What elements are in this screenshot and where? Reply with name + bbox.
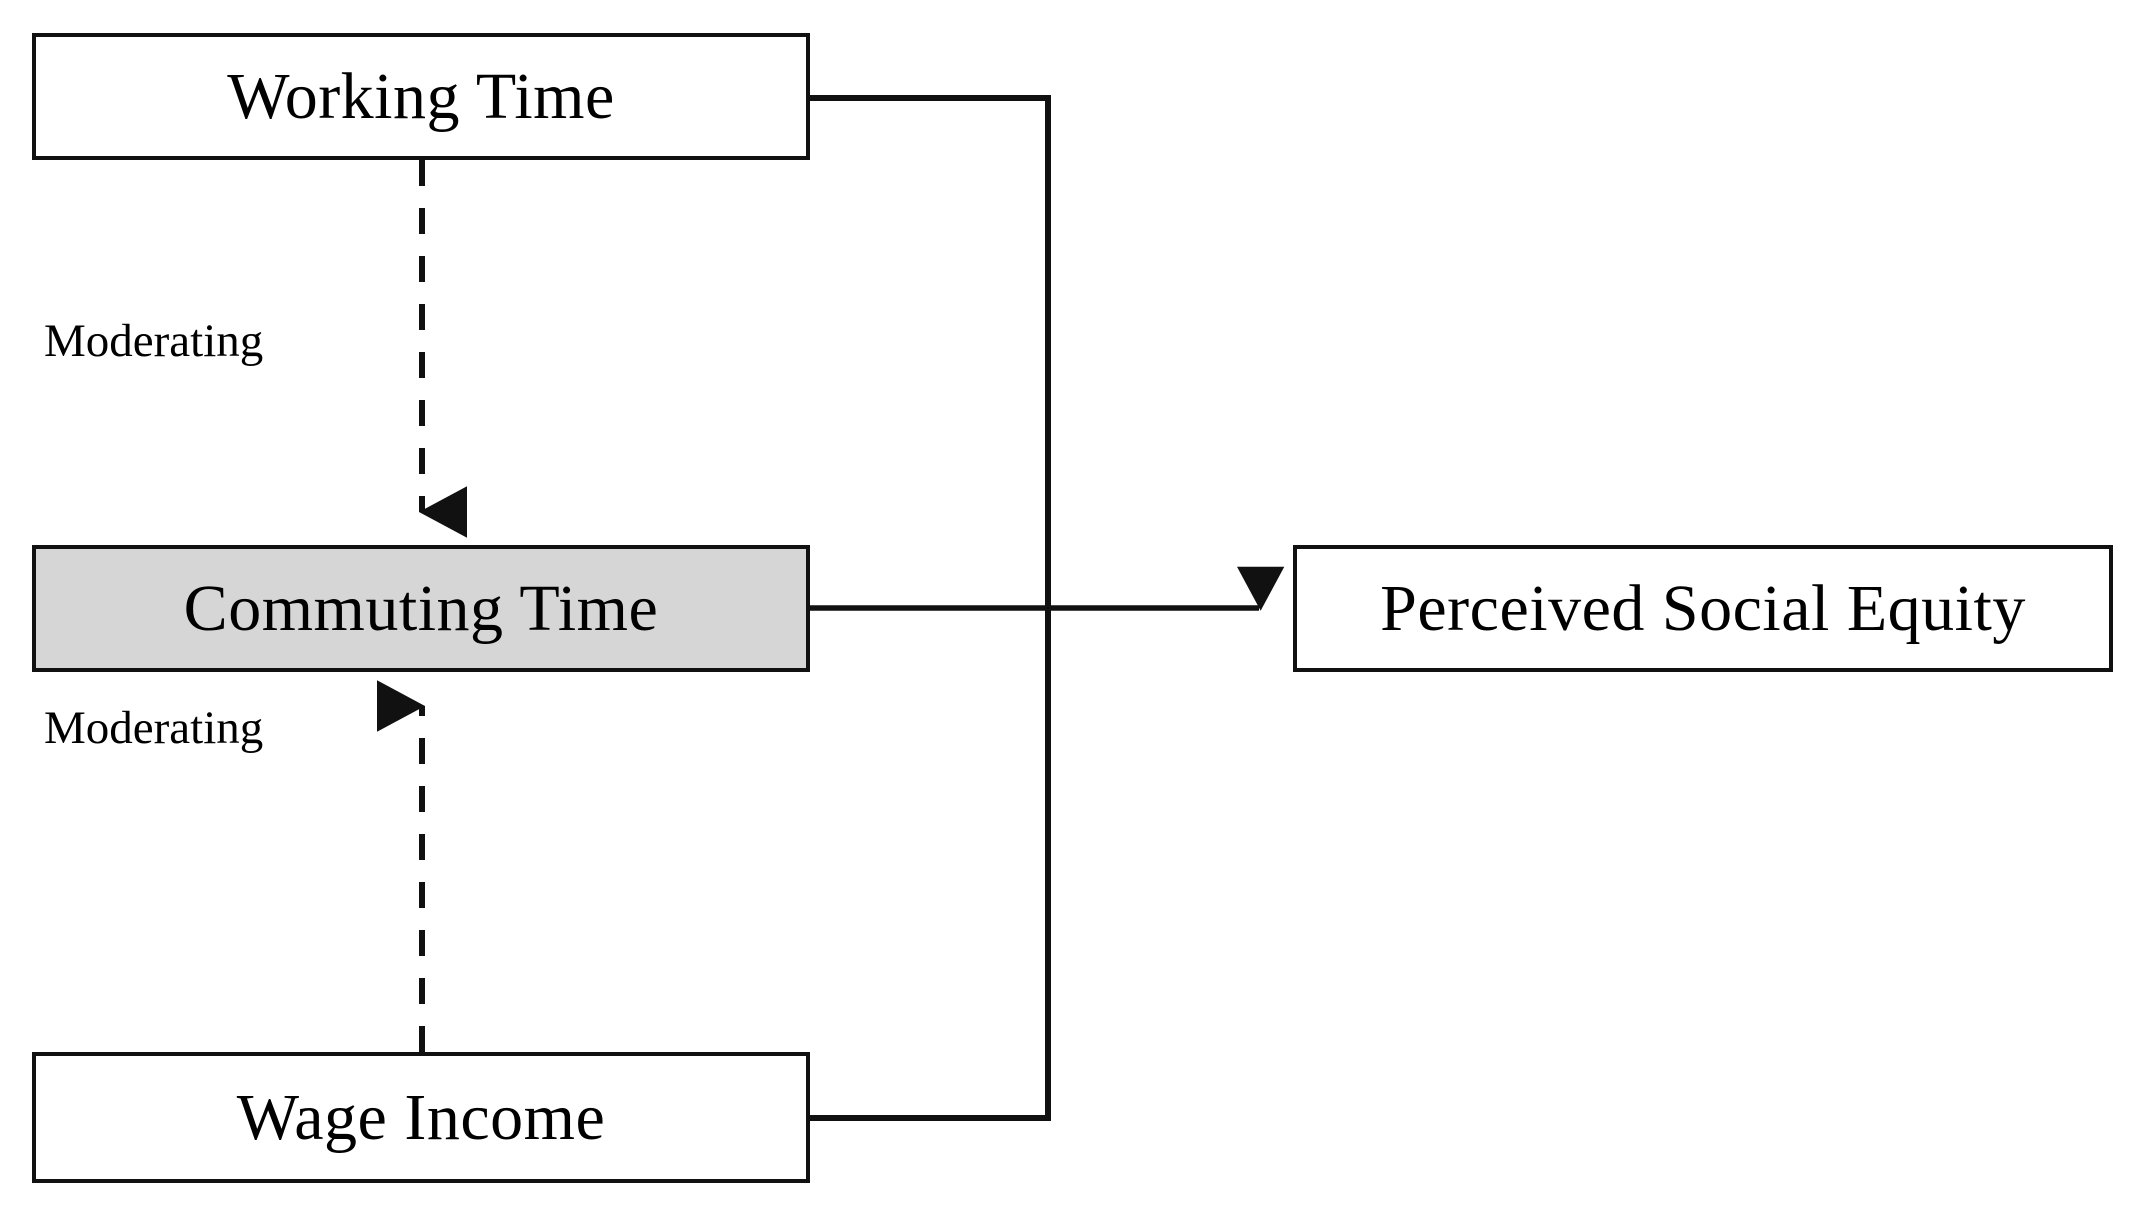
edge-label-moderating-top: Moderating xyxy=(44,315,264,367)
node-perceived-social-equity[interactable]: Perceived Social Equity xyxy=(1293,545,2113,672)
node-working-time-label: Working Time xyxy=(227,59,615,133)
node-commuting-time[interactable]: Commuting Time xyxy=(32,545,810,672)
node-commuting-time-label: Commuting Time xyxy=(183,571,659,645)
node-working-time[interactable]: Working Time xyxy=(32,33,810,160)
node-perceived-social-equity-label: Perceived Social Equity xyxy=(1380,571,2026,645)
edge-label-moderating-bottom: Moderating xyxy=(44,702,264,754)
node-wage-income-label: Wage Income xyxy=(236,1080,606,1154)
node-wage-income[interactable]: Wage Income xyxy=(32,1052,810,1183)
